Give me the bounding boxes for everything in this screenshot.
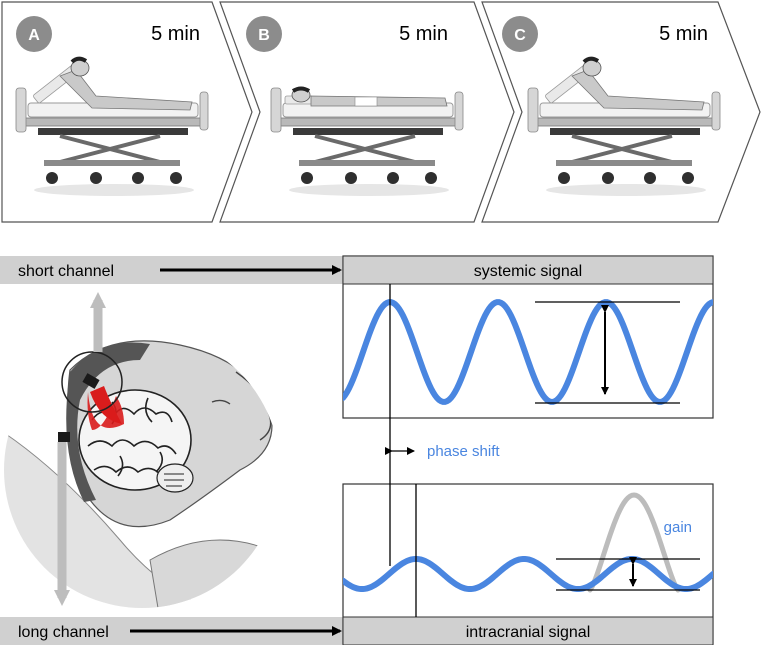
intracranial-signal-wave <box>343 556 713 592</box>
intracranial-signal-panel: intracranial signal gain <box>342 483 714 646</box>
gain-label: gain <box>664 519 692 536</box>
panel-c-letter: C <box>514 27 526 44</box>
posture-panel-b: B 5 min <box>219 1 515 223</box>
systemic-signal-panel: systemic signal <box>342 255 714 419</box>
phase-shift-annotation: phase shift <box>385 284 500 617</box>
short-channel-label: short channel <box>18 263 114 280</box>
long-channel-label: long channel <box>18 624 109 641</box>
panel-a-badge <box>16 16 52 52</box>
systemic-signal-title: systemic signal <box>474 263 582 280</box>
panel-c-duration: 5 min <box>659 23 708 45</box>
intracranial-signal-title: intracranial signal <box>466 624 591 641</box>
panel-b-badge <box>246 16 282 52</box>
reference-wave-gray <box>587 492 681 593</box>
panel-b-letter: B <box>258 27 270 44</box>
optode-zoom-circle <box>61 351 123 413</box>
posture-panel-a: A 5 min <box>1 1 253 223</box>
systemic-signal-wave <box>343 299 713 405</box>
source-optode <box>82 373 100 389</box>
phase-shift-label: phase shift <box>427 443 500 460</box>
head-illustration <box>4 292 280 608</box>
posture-panel-c: C 5 min <box>481 1 761 223</box>
panel-c-badge <box>502 16 538 52</box>
panel-a-letter: A <box>28 27 40 44</box>
detector-optode <box>58 432 70 442</box>
panel-a-duration: 5 min <box>151 23 200 45</box>
panel-b-duration: 5 min <box>399 23 448 45</box>
